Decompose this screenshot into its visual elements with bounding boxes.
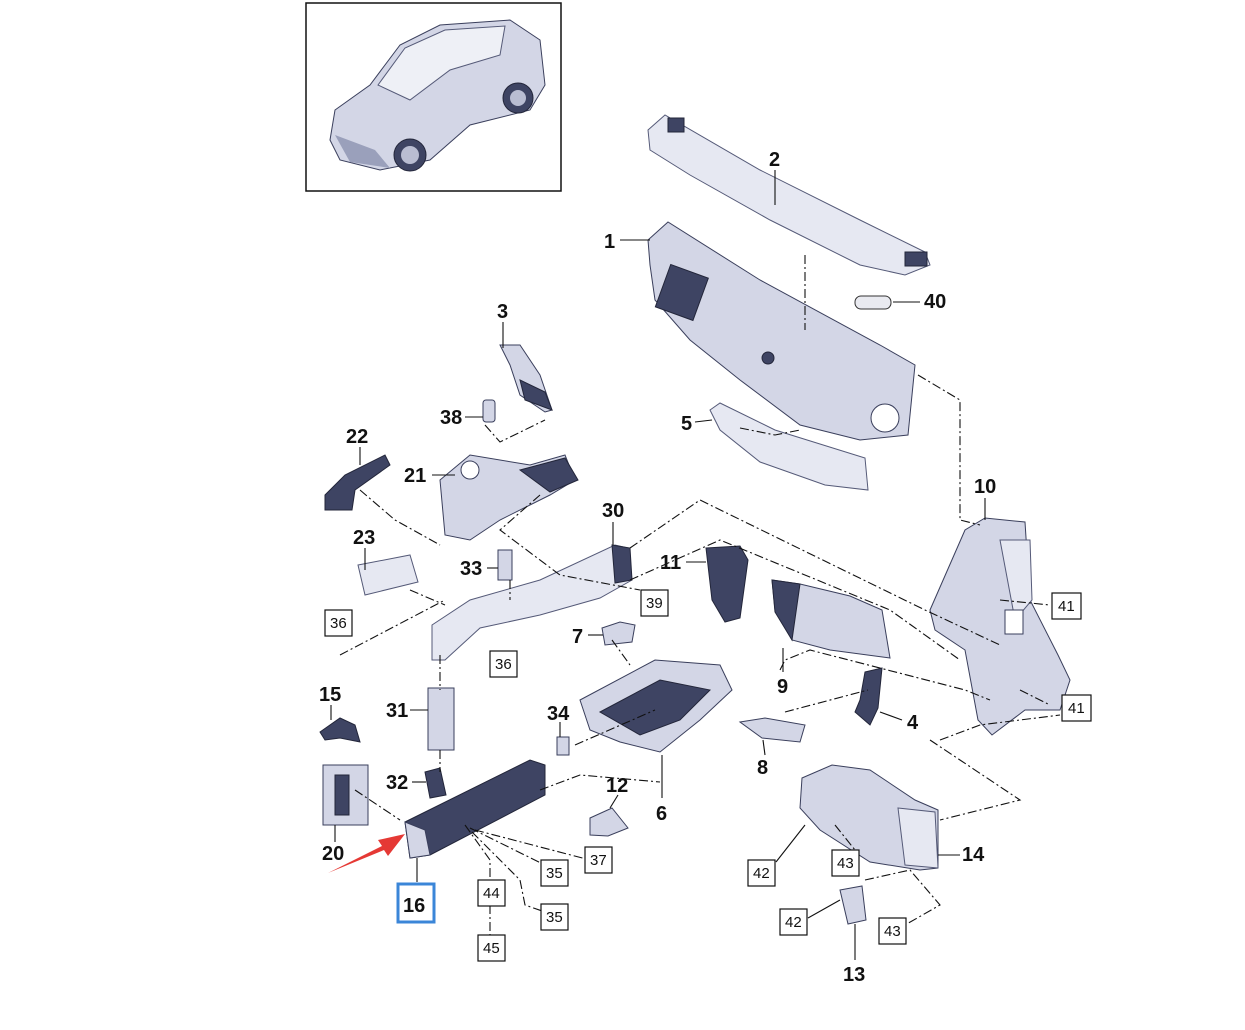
part-13-bracket [839,885,867,925]
svg-text:43: 43 [837,855,854,872]
callout-15: 15 [319,684,341,706]
callout-16: 16 [403,895,425,917]
callout-23: 23 [353,527,375,549]
svg-text:42: 42 [753,865,770,882]
svg-text:41: 41 [1068,700,1085,717]
callout-22: 22 [346,426,368,448]
part-5-channel [709,402,869,491]
part-38-bolt [482,399,496,423]
ref-box-35: 35 [540,859,569,887]
part-33-clip [497,549,513,581]
part-11-bracket [705,545,749,623]
part-4-bracket [854,667,883,726]
part-20-mount [322,764,369,826]
part-22-bracket [324,454,391,511]
callout-12: 12 [606,775,628,797]
ref-box-42: 42 [779,908,808,936]
callout-32: 32 [386,772,408,794]
callout-4: 4 [907,712,919,734]
svg-text:35: 35 [546,909,563,926]
boxed-references: 36 36 39 41 41 35 37 44 35 45 42 43 42 4… [324,589,1092,962]
svg-text:37: 37 [590,852,607,869]
callout-3: 3 [497,301,508,323]
callout-33: 33 [460,558,482,580]
svg-text:42: 42 [785,914,802,931]
callout-1: 1 [604,231,615,253]
callout-10: 10 [974,476,996,498]
ref-box-43: 43 [831,849,860,877]
ref-box-43: 43 [878,917,907,945]
callout-7: 7 [572,626,583,648]
part-8-bracket [738,717,806,743]
leader-lines [330,170,986,960]
part-34-clip [556,736,570,756]
ref-box-39: 39 [640,589,669,617]
vehicle-thumbnail [305,2,562,192]
callout-40: 40 [924,291,946,313]
callout-38: 38 [440,407,462,429]
callout-9: 9 [777,676,788,698]
part-40-grommet [854,295,892,310]
callout-34: 34 [547,703,570,725]
part-9-apron [771,579,891,659]
part-30-longitudinal [431,544,633,661]
part-10-a-pillar [929,517,1071,736]
svg-text:41: 41 [1058,598,1075,615]
part-16-crash-box [404,759,546,859]
part-3-bracket [499,344,553,413]
callout-13: 13 [843,964,865,986]
ref-box-37: 37 [584,846,613,874]
svg-text:44: 44 [483,885,500,902]
ref-box-44: 44 [477,879,506,907]
part-15-bracket [319,717,361,743]
svg-text:45: 45 [483,940,500,957]
dashed-leader-lines [339,255,1061,935]
part-1-bulkhead [647,221,916,441]
svg-text:35: 35 [546,865,563,882]
part-32-clip [424,767,447,799]
callout-30: 30 [602,500,624,522]
callout-labels: 2 1 40 3 38 5 22 21 10 30 23 11 33 7 9 1… [319,149,996,986]
callout-5: 5 [681,413,692,435]
ref-box-36: 36 [324,609,353,637]
part-31-bracket [427,687,455,751]
red-arrow-icon [328,834,405,873]
callout-31: 31 [386,700,408,722]
part-21-strut-tower [439,454,579,541]
svg-text:43: 43 [884,923,901,940]
ref-box-41: 41 [1061,694,1092,722]
part-23-plate [357,554,419,596]
callout-16-highlight[interactable]: 16 [396,882,436,924]
part-7-bracket [601,621,636,646]
ref-box-42: 42 [747,859,776,887]
ref-box-35: 35 [540,903,569,931]
callout-21: 21 [404,465,426,487]
ref-box-36: 36 [489,650,518,678]
ref-box-45: 45 [477,934,506,962]
svg-text:39: 39 [646,595,663,612]
svg-text:36: 36 [330,615,347,632]
part-6-wheel-housing [579,659,733,753]
callout-6: 6 [656,803,667,825]
part-12-bracket [589,807,629,837]
callout-20: 20 [322,843,344,865]
callout-2: 2 [769,149,780,171]
part-2-cowl-cross-member [647,114,931,276]
part-14-side-panel [799,764,939,871]
svg-text:36: 36 [495,656,512,673]
callout-11: 11 [660,552,681,574]
callout-14: 14 [962,844,985,866]
callout-8: 8 [757,757,768,779]
ref-box-41: 41 [1051,592,1082,620]
